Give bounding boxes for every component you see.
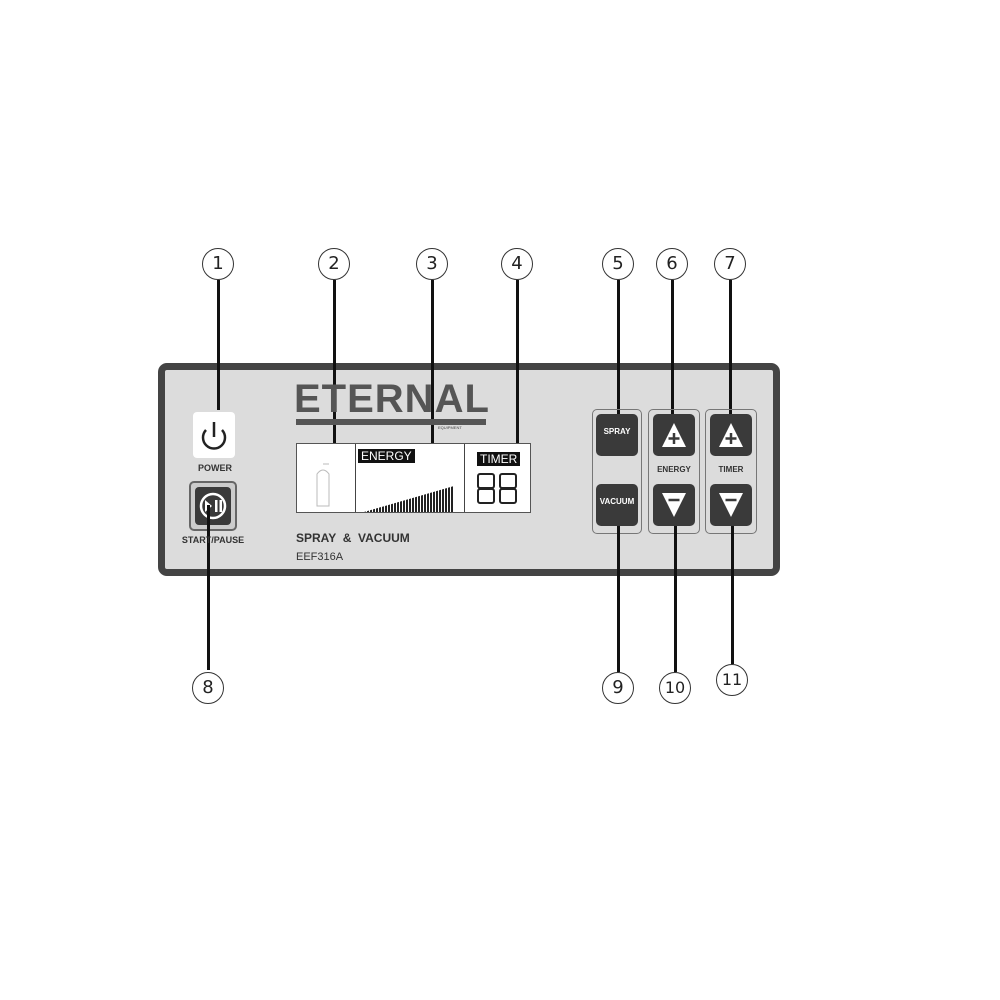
- minus-icon: [662, 493, 686, 517]
- callout-4: 4: [501, 248, 533, 280]
- callout-3: 3: [416, 248, 448, 280]
- leader-line-11: [731, 520, 734, 664]
- leader-line-8: [207, 505, 210, 670]
- lcd-divider-1: [355, 444, 356, 512]
- start-pause-label: START/PAUSE: [181, 535, 245, 545]
- callout-2: 2: [318, 248, 350, 280]
- logo-underline: [296, 419, 486, 425]
- power-label: POWER: [197, 463, 232, 473]
- model-number: EEF316A: [296, 551, 344, 563]
- leader-line-5: [617, 280, 620, 415]
- leader-line-4-overlay: [516, 363, 519, 455]
- brand-logo: ETERNAL: [294, 377, 490, 421]
- energy-down-button[interactable]: [653, 484, 695, 526]
- timer-group-label: TIMER: [718, 465, 744, 474]
- power-icon: [201, 422, 227, 450]
- leader-line-6-overlay: [671, 363, 674, 415]
- leader-line-11-overlay: [731, 526, 734, 576]
- vacuum-button[interactable]: VACUUM: [596, 484, 638, 526]
- plus-icon: [662, 423, 686, 447]
- tank-icon: [316, 463, 330, 507]
- callout-11: 11: [716, 664, 748, 696]
- leader-line-5-overlay: [617, 363, 620, 415]
- timer-digits: [477, 473, 517, 504]
- leader-line-10: [674, 520, 677, 672]
- model-title: SPRAY & VACUUM: [296, 531, 410, 545]
- callout-10: 10: [659, 672, 691, 704]
- lcd-divider-2: [464, 444, 465, 512]
- energy-up-button[interactable]: [653, 414, 695, 456]
- leader-line-9-overlay: [617, 526, 620, 576]
- timer-down-button[interactable]: [710, 484, 752, 526]
- leader-line-1: [217, 280, 220, 410]
- leader-line-8-overlay: [207, 505, 210, 576]
- start-pause-button[interactable]: [189, 481, 237, 531]
- callout-5: 5: [602, 248, 634, 280]
- timer-tag: TIMER: [477, 452, 521, 466]
- callout-6: 6: [656, 248, 688, 280]
- leader-line-2-overlay: [333, 363, 336, 455]
- brand-subtext: EQUIPMENT: [438, 425, 462, 430]
- energy-tag: ENERGY: [358, 449, 415, 463]
- spray-button[interactable]: SPRAY: [596, 414, 638, 456]
- leader-line-6: [671, 280, 674, 415]
- leader-line-9: [617, 520, 620, 672]
- leader-line-3-overlay: [431, 363, 434, 455]
- callout-7: 7: [714, 248, 746, 280]
- leader-line-1-overlay: [217, 363, 220, 410]
- callout-9: 9: [602, 672, 634, 704]
- leader-line-10-overlay: [674, 526, 677, 576]
- leader-line-7-overlay: [729, 363, 732, 415]
- start-pause-icon: [199, 492, 227, 520]
- power-button[interactable]: [193, 412, 235, 458]
- leader-line-7: [729, 280, 732, 415]
- minus-icon: [719, 493, 743, 517]
- callout-1: 1: [202, 248, 234, 280]
- plus-icon: [719, 423, 743, 447]
- energy-level-bar: [364, 486, 454, 512]
- timer-up-button[interactable]: [710, 414, 752, 456]
- callout-8: 8: [192, 672, 224, 704]
- energy-group-label: ENERGY: [657, 465, 691, 474]
